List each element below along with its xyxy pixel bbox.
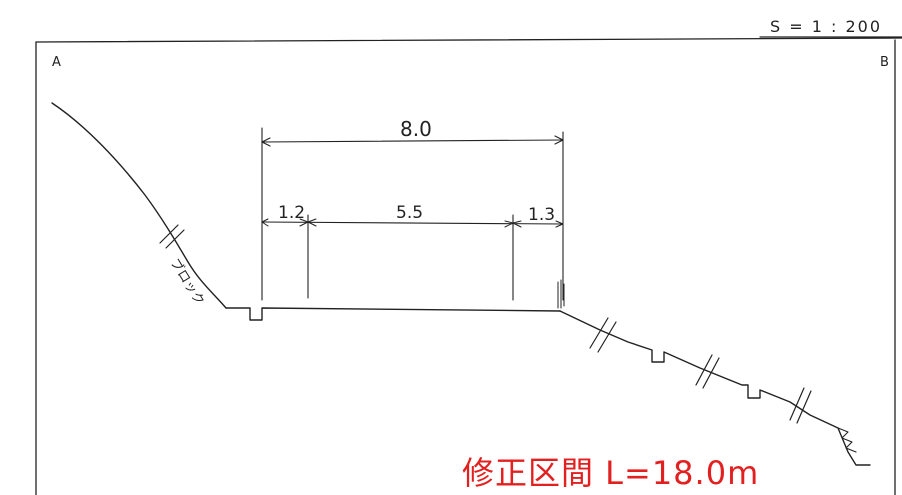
right-part-label: 1.3 [528, 205, 555, 225]
frame-top-line [35, 37, 902, 43]
point-a-label: A [52, 55, 61, 70]
middle-part-label: 5.5 [396, 203, 423, 223]
left-slope-break-mark [159, 224, 185, 249]
right-slope-break-mark-3 [789, 387, 812, 424]
road-surface-line [225, 307, 561, 321]
curb-mark [557, 279, 565, 309]
total-width-arrow-left [261, 137, 271, 147]
left-slope-line [51, 102, 227, 309]
slope-label: ブロック [167, 256, 208, 309]
sub-dimension-line [261, 221, 564, 225]
total-width-arrow-right [554, 135, 564, 145]
sub-dimension-ticks [261, 218, 564, 228]
point-b-label: B [880, 55, 889, 70]
correction-section-note: 修正区間 L=18.0m [462, 454, 760, 492]
right-slope-break-mark-2 [695, 354, 720, 389]
riprap-mark [837, 427, 857, 453]
scale-label: S = 1 : 200 [770, 17, 882, 36]
left-part-label: 1.2 [278, 203, 305, 223]
total-width-label: 8.0 [400, 117, 432, 141]
right-slope-line [559, 310, 871, 466]
total-width-dimension-line [261, 139, 564, 143]
right-slope-break-mark-1 [589, 317, 617, 353]
